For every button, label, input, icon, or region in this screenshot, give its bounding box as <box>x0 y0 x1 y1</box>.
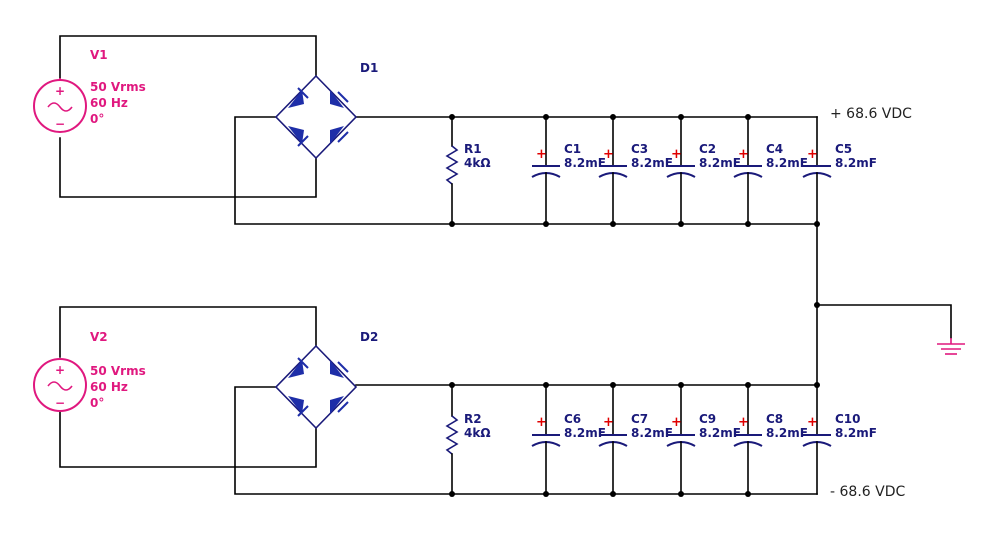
capacitor-label: C4 <box>766 142 783 156</box>
polarity-mark: + <box>536 147 547 162</box>
capacitor-label: C10 <box>835 412 861 426</box>
source-phase: 0° <box>90 112 104 126</box>
top-stage: + − V1 50 Vrms 60 Hz 0° D1 R1 4kΩ <box>33 35 912 227</box>
capacitor-value: 8.2mF <box>766 156 808 170</box>
ground-icon <box>937 338 965 355</box>
resistor-icon <box>445 415 459 455</box>
capacitor-icon <box>531 384 561 495</box>
bridge-label: D1 <box>360 61 378 75</box>
wire-d2-left <box>234 386 818 495</box>
capacitor-label: C5 <box>835 142 852 156</box>
capacitor-icon <box>733 384 763 495</box>
ac-voltage-source-icon: + − <box>33 358 87 412</box>
wire-v1-bottom <box>59 137 317 198</box>
polarity-mark: + <box>536 415 547 430</box>
capacitor-icon <box>666 116 696 225</box>
source-plus-sign: + <box>55 84 65 98</box>
capacitor-label: C2 <box>699 142 716 156</box>
capacitor-value: 8.2mF <box>631 426 673 440</box>
bridge-label: D2 <box>360 330 378 344</box>
capacitor-icon <box>802 116 832 225</box>
capacitor-value: 8.2mF <box>564 156 606 170</box>
polarity-mark: + <box>603 147 614 162</box>
capacitor-icon <box>531 116 561 225</box>
junction-dots <box>449 382 820 497</box>
capacitor-value: 8.2mF <box>564 426 606 440</box>
source-label: V1 <box>90 48 108 62</box>
polarity-mark: + <box>807 147 818 162</box>
capacitor-value: 8.2mF <box>835 426 877 440</box>
source-minus-sign: − <box>55 117 65 131</box>
polarity-mark: + <box>603 415 614 430</box>
source-voltage: 50 Vrms <box>90 364 146 378</box>
capacitor-icon <box>733 116 763 225</box>
positive-rail-label: + 68.6 VDC <box>830 106 912 122</box>
capacitor-value: 8.2mF <box>631 156 673 170</box>
resistor-value: 4kΩ <box>464 156 491 170</box>
source-frequency: 60 Hz <box>90 96 128 110</box>
capacitor-value: 8.2mF <box>699 426 741 440</box>
negative-rail-label: - 68.6 VDC <box>830 484 905 500</box>
resistor-value: 4kΩ <box>464 426 491 440</box>
source-phase: 0° <box>90 396 104 410</box>
polarity-mark: + <box>671 415 682 430</box>
bridge-rectifier-icon <box>274 344 358 430</box>
source-label: V2 <box>90 330 108 344</box>
source-plus-sign: + <box>55 363 65 377</box>
capacitor-label: C9 <box>699 412 716 426</box>
wire-d1-left <box>234 116 818 225</box>
polarity-mark: + <box>738 147 749 162</box>
polarity-mark: + <box>738 415 749 430</box>
capacitor-value: 8.2mF <box>699 156 741 170</box>
capacitor-value: 8.2mF <box>835 156 877 170</box>
capacitor-icon <box>666 384 696 495</box>
wire-v1-top <box>59 35 317 79</box>
bridge-rectifier-icon <box>274 74 358 160</box>
wire-v2-top <box>59 306 317 358</box>
capacitor-icon <box>802 384 832 495</box>
ac-voltage-source-icon: + − <box>33 78 87 133</box>
capacitor-label: C1 <box>564 142 581 156</box>
source-frequency: 60 Hz <box>90 380 128 394</box>
resistor-label: R1 <box>464 142 482 156</box>
capacitor-label: C7 <box>631 412 648 426</box>
capacitor-label: C6 <box>564 412 581 426</box>
polarity-mark: + <box>807 415 818 430</box>
capacitor-label: C8 <box>766 412 783 426</box>
capacitor-icon <box>598 384 628 495</box>
resistor-icon <box>445 145 459 185</box>
capacitor-label: C3 <box>631 142 648 156</box>
bottom-stage: + − V2 50 Vrms 60 Hz 0° D2 R2 4kΩ <box>33 306 905 500</box>
capacitor-icon <box>598 116 628 225</box>
source-minus-sign: − <box>55 396 65 410</box>
source-voltage: 50 Vrms <box>90 80 146 94</box>
resistor-label: R2 <box>464 412 482 426</box>
wire-v2-bottom <box>59 411 317 468</box>
junction-dots <box>449 114 820 227</box>
polarity-mark: + <box>671 147 682 162</box>
ground-connection <box>814 223 965 386</box>
capacitor-value: 8.2mF <box>766 426 808 440</box>
